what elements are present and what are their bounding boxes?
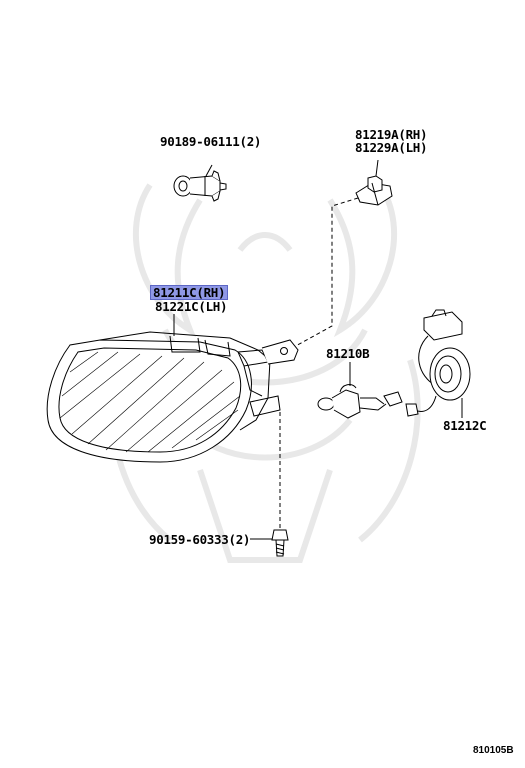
- dashed-assembly-line-socket: [291, 197, 359, 349]
- screw-drawing: [250, 529, 289, 557]
- push-clip-drawing: [173, 164, 227, 202]
- bulb-drawing: [317, 362, 403, 419]
- fog-lamp-drawing: [46, 314, 299, 463]
- figure-code: 810105B: [473, 745, 514, 756]
- label-socket-lh[interactable]: 81229A(LH): [355, 140, 428, 155]
- harness-socket-drawing: [405, 309, 471, 418]
- label-push-clip[interactable]: 90189-06111(2): [160, 134, 262, 149]
- label-screw[interactable]: 90159-60333(2): [149, 532, 251, 547]
- label-socket-rh[interactable]: 81219A(RH): [355, 127, 428, 142]
- label-fog-lamp-lh[interactable]: 81221C(LH): [155, 299, 228, 314]
- label-bulb[interactable]: 81210B: [326, 346, 370, 361]
- socket-bracket-drawing: [355, 159, 393, 206]
- label-fog-lamp-rh[interactable]: 81211C(RH): [150, 285, 229, 300]
- label-harness-socket[interactable]: 81212C: [443, 418, 487, 433]
